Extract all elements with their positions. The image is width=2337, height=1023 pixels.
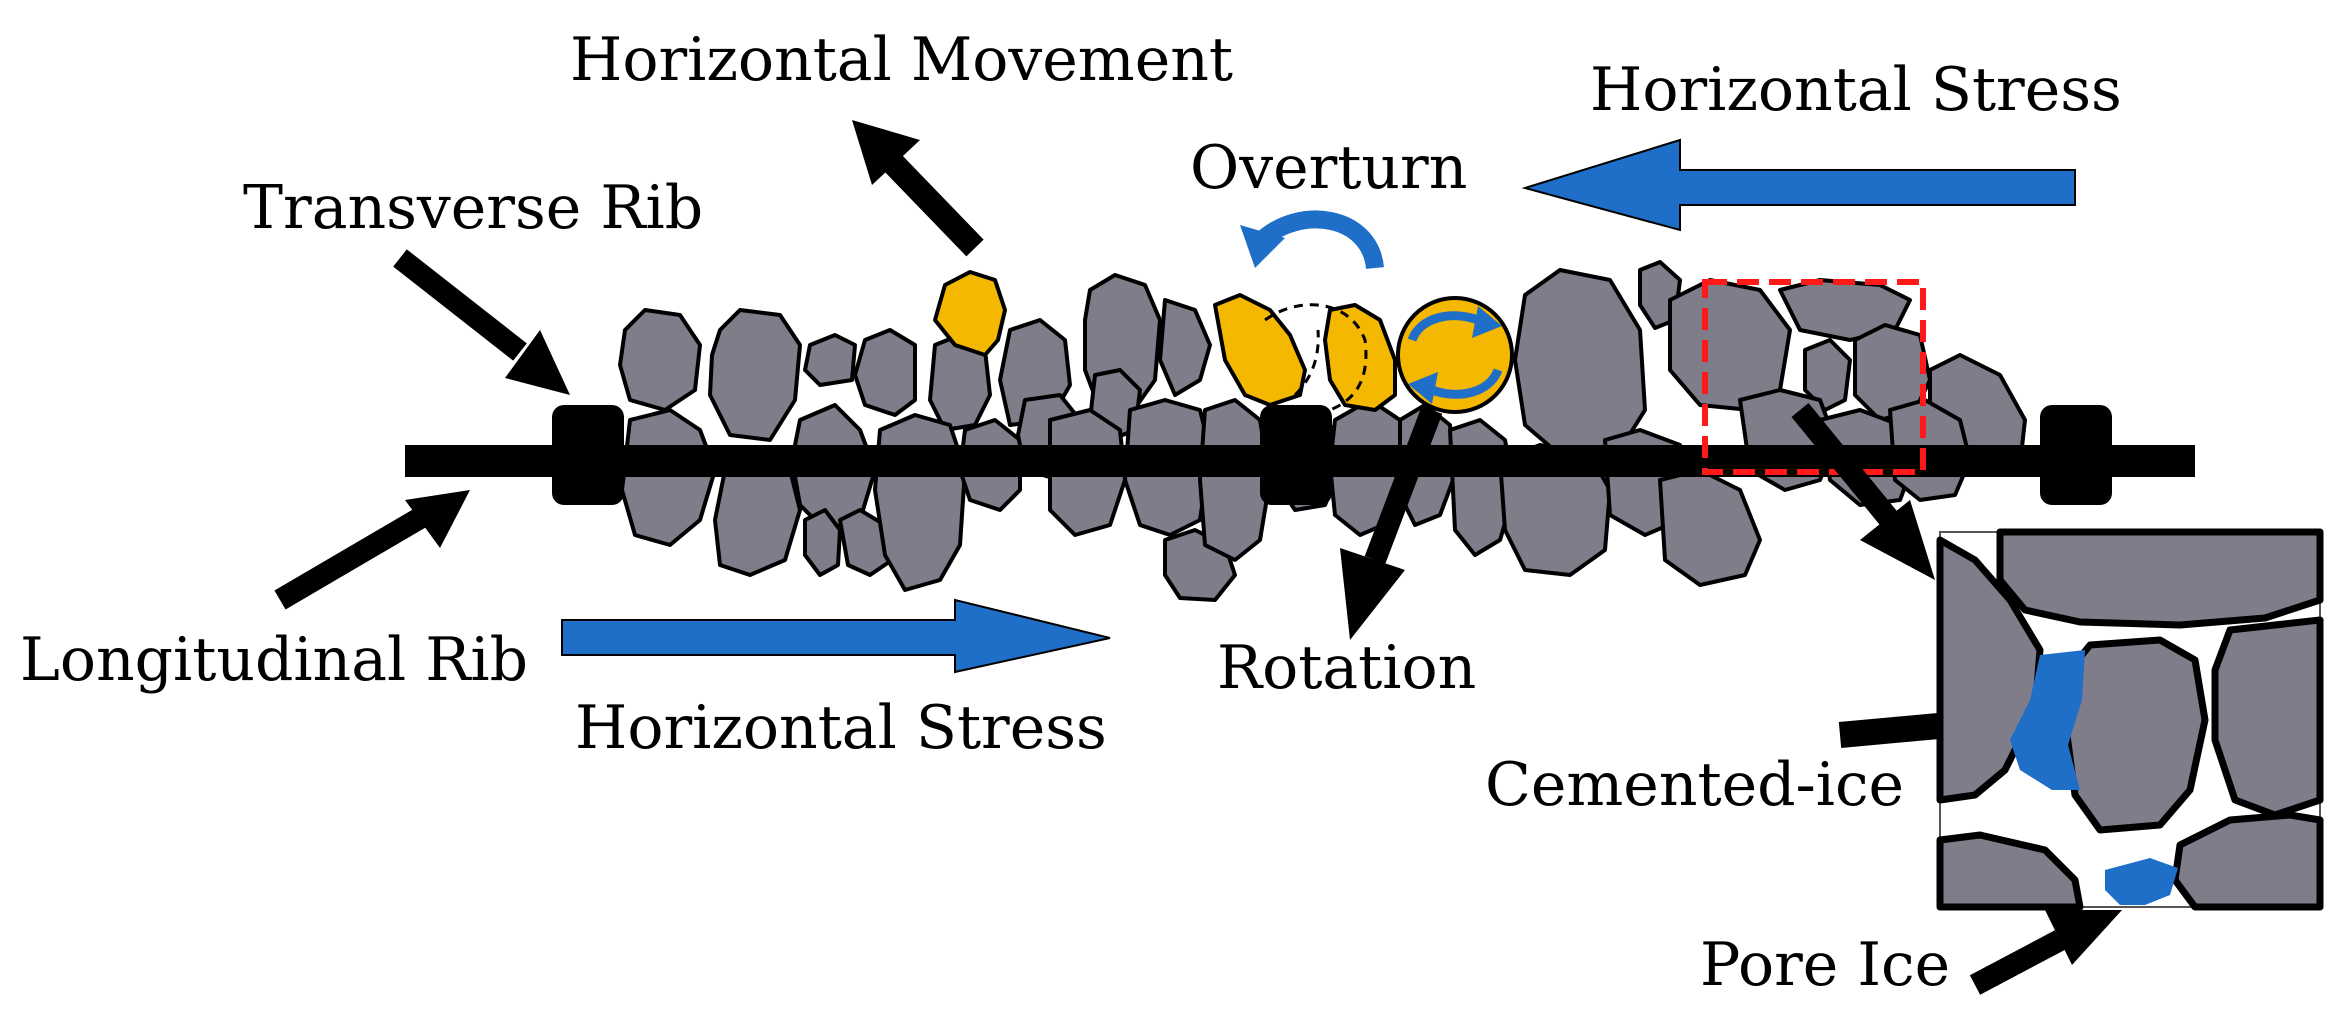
pointer-arrows <box>274 120 2122 995</box>
label-overturn: Overturn <box>1190 133 1468 203</box>
pore-ice-patch <box>2105 858 2178 905</box>
overturn-arrow-curve <box>1255 210 1384 270</box>
overturn-arrowhead <box>1240 225 1285 268</box>
label-cemented-ice: Cemented-ice <box>1485 750 1905 820</box>
cemented-ice-patch <box>2010 650 2085 790</box>
transverse-rib-middle <box>1260 405 1332 505</box>
zoom-region-box <box>1702 279 1926 475</box>
zoom-inset <box>1936 528 2324 911</box>
label-transverse-rib: Transverse Rib <box>243 173 704 243</box>
rotation-circle-arrows <box>1407 311 1503 399</box>
label-pore-ice: Pore Ice <box>1700 930 1951 1000</box>
label-rotation: Rotation <box>1217 633 1477 703</box>
rotation-arrowhead-bottom <box>1408 372 1438 404</box>
horizontal-stress-top-arrow <box>1521 138 2076 232</box>
transverse-rib-left <box>552 405 624 505</box>
original-position-outline <box>1264 303 1368 412</box>
label-longitudinal-rib: Longitudinal Rib <box>20 625 529 695</box>
label-horizontal-stress-bottom: Horizontal Stress <box>575 693 1107 763</box>
rotation-arrowhead-top <box>1472 306 1502 338</box>
label-horizontal-stress-top: Horizontal Stress <box>1590 55 2122 125</box>
transverse-rib-right <box>2040 405 2112 505</box>
horizontal-stress-bottom-arrow <box>561 598 1111 674</box>
label-horizontal-movement: Horizontal Movement <box>570 25 1233 95</box>
